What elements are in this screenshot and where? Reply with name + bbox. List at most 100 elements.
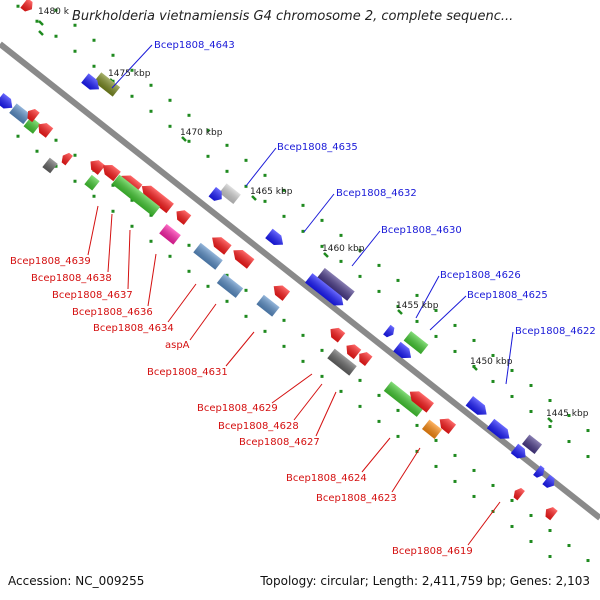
- gene-feature[interactable]: [193, 242, 223, 270]
- kbp-label: 1480 k: [38, 7, 70, 17]
- tick-dot: [358, 378, 362, 382]
- gene-label[interactable]: Bcep1808_4634: [93, 323, 174, 334]
- major-tick: [323, 252, 329, 258]
- tick-dot: [396, 304, 400, 308]
- gene-feature[interactable]: [270, 282, 290, 301]
- gene-feature[interactable]: [219, 183, 241, 204]
- gene-feature[interactable]: [383, 381, 425, 417]
- gene-feature[interactable]: [406, 387, 434, 413]
- gene-label[interactable]: Bcep1808_4626: [440, 270, 521, 281]
- gene-feature[interactable]: [383, 324, 397, 339]
- gene-feature[interactable]: [138, 181, 174, 214]
- leader-line: [127, 229, 131, 290]
- gene-feature[interactable]: [208, 233, 232, 255]
- gene-feature[interactable]: [317, 267, 355, 301]
- gene-feature[interactable]: [486, 418, 513, 443]
- gene-feature[interactable]: [23, 116, 41, 134]
- gene-feature[interactable]: [230, 246, 255, 269]
- gene-label[interactable]: Bcep1808_4631: [147, 367, 228, 378]
- gene-feature[interactable]: [533, 465, 547, 479]
- gene-feature[interactable]: [256, 294, 280, 317]
- tick-dot: [491, 379, 495, 383]
- tick-dot: [263, 173, 267, 177]
- gene-feature[interactable]: [99, 161, 121, 182]
- tick-dot: [529, 383, 533, 387]
- gene-label[interactable]: Bcep1808_4619: [392, 546, 473, 557]
- tick-dot: [415, 319, 419, 323]
- tick-dot: [111, 183, 115, 187]
- tick-dot: [301, 333, 305, 337]
- gene-label[interactable]: Bcep1808_4643: [154, 40, 235, 51]
- gene-feature[interactable]: [422, 419, 442, 439]
- gene-feature[interactable]: [542, 505, 558, 521]
- gene-feature[interactable]: [465, 396, 491, 419]
- gene-label[interactable]: Bcep1808_4629: [197, 403, 278, 414]
- gene-label[interactable]: Bcep1808_4623: [316, 493, 397, 504]
- leader-line: [429, 295, 467, 331]
- gene-feature[interactable]: [305, 273, 347, 310]
- gene-label[interactable]: Bcep1808_4639: [10, 256, 91, 267]
- leader-line: [415, 275, 440, 319]
- genome-summary-text: Topology: circular; Length: 2,411,759 bp…: [260, 574, 590, 588]
- gene-shade: [305, 273, 344, 306]
- gene-feature[interactable]: [403, 331, 429, 355]
- gene-label[interactable]: Bcep1808_4624: [286, 473, 367, 484]
- gene-feature[interactable]: [510, 443, 529, 462]
- tick-dot: [529, 539, 533, 543]
- tick-dot: [92, 64, 96, 68]
- gene-feature[interactable]: [208, 187, 226, 204]
- gene-label[interactable]: Bcep1808_4637: [52, 290, 133, 301]
- gene-feature[interactable]: [327, 348, 357, 376]
- gene-label[interactable]: Bcep1808_4630: [381, 225, 462, 236]
- gene-label[interactable]: Bcep1808_4638: [31, 273, 112, 284]
- gene-feature[interactable]: [436, 415, 456, 435]
- gene-feature[interactable]: [24, 106, 40, 123]
- gene-label[interactable]: Bcep1808_4635: [277, 142, 358, 153]
- gene-feature[interactable]: [159, 224, 181, 245]
- gene-label[interactable]: Bcep1808_4627: [239, 437, 320, 448]
- tick-dot: [586, 455, 590, 459]
- gene-feature[interactable]: [393, 341, 415, 363]
- gene-feature[interactable]: [343, 341, 362, 360]
- gene-shade: [359, 352, 373, 366]
- leader-line: [147, 253, 157, 307]
- gene-label[interactable]: Bcep1808_4636: [72, 307, 153, 318]
- tick-dot: [35, 19, 39, 23]
- gene-label[interactable]: Bcep1808_4622: [515, 326, 596, 337]
- gene-feature[interactable]: [265, 228, 287, 250]
- gene-feature[interactable]: [511, 486, 525, 501]
- gene-feature[interactable]: [93, 72, 121, 97]
- gene-feature[interactable]: [81, 73, 103, 94]
- tick-dot: [358, 404, 362, 408]
- gene-shade: [9, 103, 31, 125]
- gene-feature[interactable]: [20, 0, 35, 14]
- leader-line: [225, 331, 255, 367]
- gene-feature[interactable]: [111, 174, 161, 217]
- leader-line: [271, 373, 313, 404]
- gene-shade: [20, 0, 33, 12]
- gene-feature[interactable]: [35, 120, 54, 138]
- gene-label[interactable]: Bcep1808_4632: [336, 188, 417, 199]
- gene-label[interactable]: Bcep1808_4628: [218, 421, 299, 432]
- gene-feature[interactable]: [9, 103, 31, 125]
- tick-dot: [358, 274, 362, 278]
- gene-feature[interactable]: [59, 151, 73, 166]
- gene-feature[interactable]: [542, 474, 557, 491]
- gene-label[interactable]: aspA: [165, 340, 190, 351]
- gene-feature[interactable]: [522, 434, 542, 454]
- tick-dot: [510, 394, 514, 398]
- gene-feature[interactable]: [216, 273, 244, 298]
- tick-dot: [567, 440, 571, 444]
- tick-dot: [244, 314, 248, 318]
- kbp-labels: 1480 k 1475 kbp 1470 kbp 1465 kbp 1460 k…: [38, 7, 589, 419]
- gene-feature[interactable]: [42, 157, 58, 174]
- gene-feature[interactable]: [327, 324, 346, 343]
- gene-feature[interactable]: [0, 93, 16, 112]
- gene-feature[interactable]: [87, 157, 106, 175]
- gene-feature[interactable]: [173, 207, 192, 225]
- tick-dot: [130, 198, 134, 202]
- gene-label[interactable]: Bcep1808_4625: [467, 290, 548, 301]
- gene-feature[interactable]: [84, 174, 100, 191]
- tick-dot: [111, 53, 115, 57]
- gene-feature[interactable]: [356, 349, 373, 366]
